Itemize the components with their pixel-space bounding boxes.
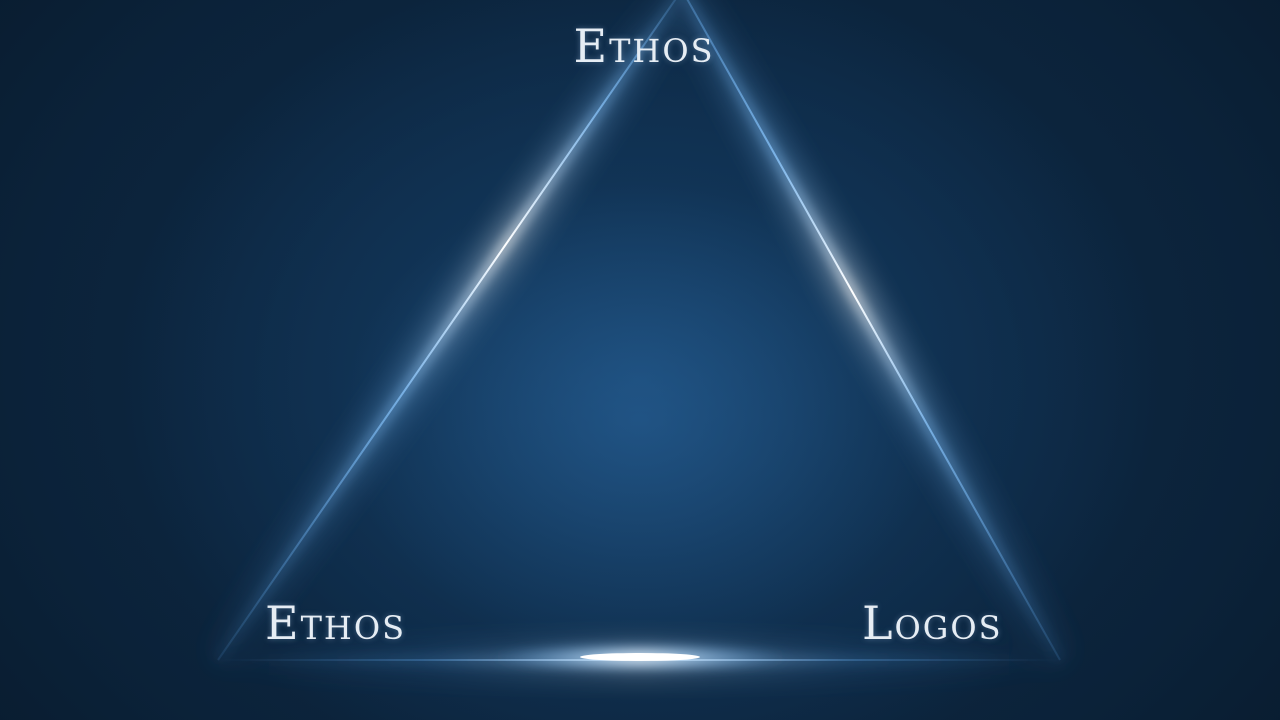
vertex-label-bottom-right: Logos — [862, 596, 1003, 650]
vertex-label-top: Ethos — [573, 19, 715, 73]
inner-ambient-glow — [340, 180, 940, 660]
base-light-core — [580, 653, 700, 661]
triangle-left-edge — [217, 0, 677, 661]
vertex-label-bottom-left: Ethos — [265, 596, 406, 650]
triangle-right-edge — [686, 0, 1061, 661]
